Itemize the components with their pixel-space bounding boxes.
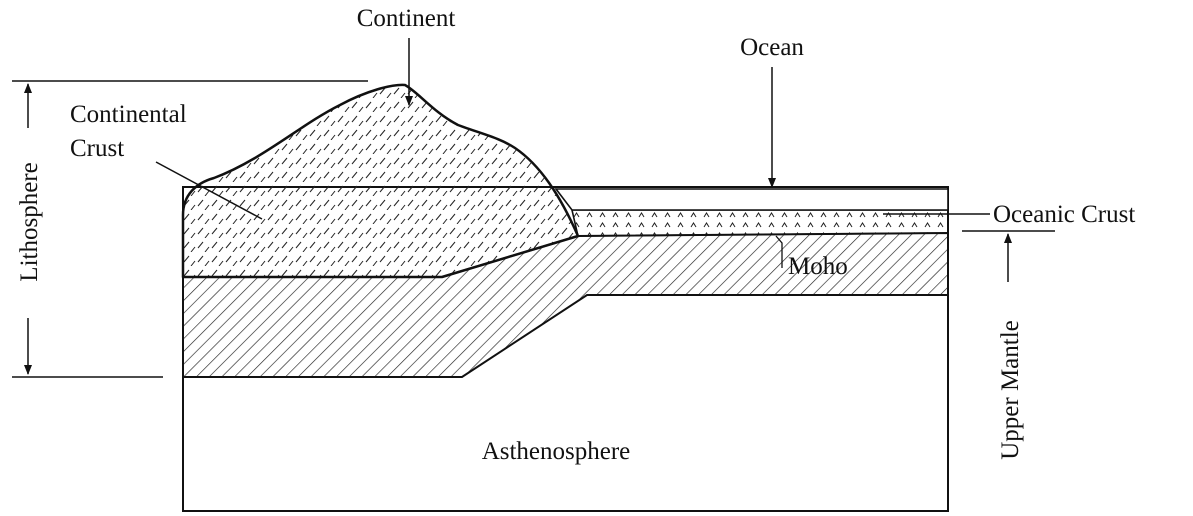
continental-crust-block: [183, 85, 578, 277]
continental-crust-label-line2: Crust: [70, 135, 124, 162]
moho-label: Moho: [788, 253, 848, 280]
continental-crust-label-line1: Continental: [70, 101, 187, 128]
oceanic-crust-label: Oceanic Crust: [993, 201, 1135, 228]
lithosphere-label: Lithosphere: [16, 162, 43, 281]
ocean-layer: [556, 189, 948, 210]
asthenosphere-label: Asthenosphere: [482, 438, 631, 465]
ocean-label: Ocean: [740, 34, 804, 61]
continent-label: Continent: [357, 5, 456, 32]
upper-mantle-label: Upper Mantle: [997, 320, 1024, 460]
